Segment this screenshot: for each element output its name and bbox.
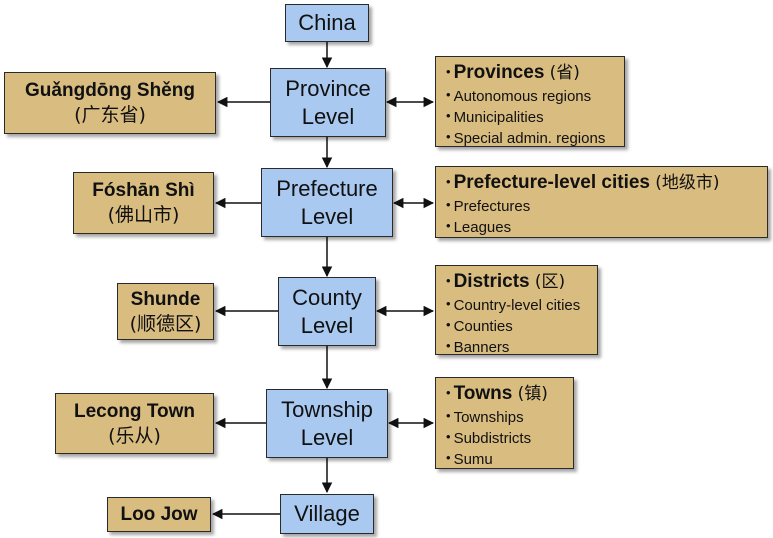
bullet-icon: • bbox=[446, 108, 451, 123]
category-item-label: Townships bbox=[453, 409, 524, 426]
category-township-chinese: (镇) bbox=[517, 384, 548, 404]
category-prefecture-chinese: (地级市) bbox=[655, 173, 720, 193]
category-item-label: Autonomous regions bbox=[453, 88, 592, 105]
village-box: Village bbox=[280, 494, 374, 534]
category-item: •Sumu bbox=[446, 448, 573, 469]
prefecture-level-line1: Prefecture bbox=[276, 175, 378, 201]
example-county-chinese: (顺德区) bbox=[129, 312, 202, 335]
example-province-name: Guǎngdōng Shěng bbox=[25, 80, 195, 101]
bullet-icon: • bbox=[446, 338, 451, 353]
category-item: •Counties bbox=[446, 315, 597, 336]
township-level-line1: Township bbox=[281, 396, 373, 422]
bullet-icon: • bbox=[446, 197, 451, 212]
bullet-icon: • bbox=[446, 429, 451, 444]
category-county-title: Districts bbox=[453, 271, 530, 292]
category-province-heading: •Provinces (省) bbox=[446, 61, 624, 84]
example-township-name: Lecong Town bbox=[73, 400, 196, 422]
prefecture-level-box: Prefecture Level bbox=[261, 168, 393, 237]
category-item-label: Special admin. regions bbox=[453, 130, 606, 147]
example-province-box: Guǎngdōng Shěng (广东省) bbox=[4, 72, 216, 134]
category-item-label: Municipalities bbox=[453, 109, 544, 126]
bullet-icon: • bbox=[446, 273, 451, 288]
china-label: China bbox=[298, 10, 356, 35]
bullet-icon: • bbox=[446, 174, 451, 189]
category-item: •Prefectures bbox=[446, 195, 767, 216]
village-label: Village bbox=[294, 501, 360, 526]
category-prefecture-heading: •Prefecture-level cities (地级市) bbox=[446, 171, 767, 194]
category-prefecture-box: •Prefecture-level cities (地级市) •Prefectu… bbox=[435, 166, 768, 238]
category-township-box: •Towns (镇) •Townships •Subdistricts •Sum… bbox=[435, 377, 574, 469]
province-level-line2: Level bbox=[301, 103, 355, 129]
category-province-title: Provinces bbox=[453, 62, 545, 83]
province-level-box: Province Level bbox=[270, 68, 386, 137]
category-item-label: Counties bbox=[453, 318, 513, 335]
category-item-label: Prefectures bbox=[453, 198, 531, 215]
bullet-icon: • bbox=[446, 408, 451, 423]
example-village-box: Loo Jow bbox=[107, 497, 211, 532]
bullet-icon: • bbox=[446, 450, 451, 465]
category-item-label: Banners bbox=[453, 339, 510, 356]
township-level-box: Township Level bbox=[266, 389, 388, 458]
bullet-icon: • bbox=[446, 87, 451, 102]
category-prefecture-title: Prefecture-level cities bbox=[453, 172, 651, 193]
bullet-icon: • bbox=[446, 64, 451, 79]
category-item: •Leagues bbox=[446, 216, 767, 237]
example-county-box: Shunde (顺德区) bbox=[117, 283, 214, 340]
example-province-chinese: (广东省) bbox=[74, 104, 146, 126]
category-item: •Subdistricts bbox=[446, 427, 573, 448]
category-item: •Banners bbox=[446, 336, 597, 357]
category-item: •Special admin. regions bbox=[446, 127, 624, 148]
category-county-box: •Districts (区) •Country-level cities •Co… bbox=[435, 265, 598, 357]
example-prefecture-chinese: (佛山市) bbox=[107, 204, 180, 226]
category-item: •Townships bbox=[446, 406, 573, 427]
example-prefecture-name: Fóshān Shì bbox=[92, 180, 195, 201]
example-township-chinese: (乐从) bbox=[108, 424, 161, 447]
bullet-icon: • bbox=[446, 296, 451, 311]
prefecture-level-line2: Level bbox=[300, 203, 354, 229]
category-township-heading: •Towns (镇) bbox=[446, 382, 573, 405]
bullet-icon: • bbox=[446, 129, 451, 144]
china-box: China bbox=[285, 4, 369, 42]
category-item-label: Sumu bbox=[453, 451, 493, 468]
category-province-box: •Provinces (省) •Autonomous regions •Muni… bbox=[435, 56, 625, 147]
category-item-label: Country-level cities bbox=[453, 297, 581, 314]
category-item: •Autonomous regions bbox=[446, 85, 624, 106]
category-item-label: Subdistricts bbox=[453, 430, 532, 447]
township-level-line2: Level bbox=[300, 424, 354, 450]
example-township-box: Lecong Town (乐从) bbox=[55, 393, 214, 454]
county-level-box: County Level bbox=[278, 277, 376, 346]
example-prefecture-box: Fóshān Shì (佛山市) bbox=[73, 172, 214, 234]
category-item-label: Leagues bbox=[453, 219, 512, 236]
bullet-icon: • bbox=[446, 385, 451, 400]
category-county-heading: •Districts (区) bbox=[446, 270, 597, 293]
category-county-chinese: (区) bbox=[534, 272, 566, 292]
category-province-chinese: (省) bbox=[549, 63, 580, 83]
bullet-icon: • bbox=[446, 317, 451, 332]
county-level-line1: County bbox=[292, 284, 362, 310]
county-level-line2: Level bbox=[300, 312, 354, 338]
example-county-name: Shunde bbox=[130, 288, 201, 310]
bullet-icon: • bbox=[446, 218, 451, 233]
category-township-title: Towns bbox=[453, 383, 513, 404]
category-item: •Municipalities bbox=[446, 106, 624, 127]
province-level-line1: Province bbox=[285, 75, 371, 101]
example-village-name: Loo Jow bbox=[120, 503, 198, 525]
category-item: •Country-level cities bbox=[446, 294, 597, 315]
